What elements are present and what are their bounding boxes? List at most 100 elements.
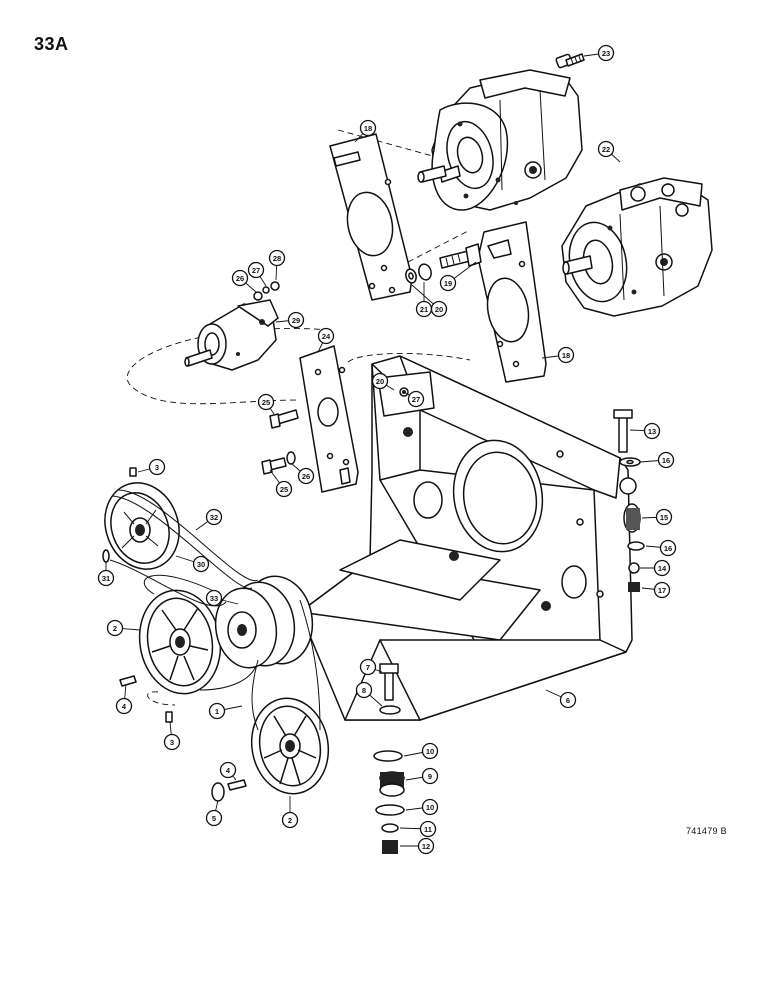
callout-6: 6 (545, 689, 577, 709)
callout-number: 16 (664, 544, 672, 553)
mounting-plate-upper (329, 133, 413, 301)
callout-25: 25 (257, 393, 275, 415)
callout-bubble (163, 733, 181, 751)
callout-23: 23 (583, 44, 615, 62)
callout-16: 16 (645, 539, 677, 557)
callout-number: 14 (658, 564, 667, 573)
callout-bubble (643, 422, 661, 440)
pulley-upper-30 (104, 482, 180, 570)
pulley-lower-2 (250, 697, 330, 795)
callout-bubble (275, 480, 293, 498)
callout-24: 24 (317, 327, 335, 353)
callout-18: 18 (354, 119, 377, 143)
callout-3: 3 (163, 721, 181, 751)
callout-number: 13 (648, 427, 656, 436)
callout-bubble (419, 820, 437, 838)
callout-bubble (421, 767, 439, 785)
callout-bubble (439, 274, 457, 292)
callout-13: 13 (629, 422, 661, 440)
page-number: 33A (34, 34, 69, 54)
callout-bubble (359, 119, 377, 137)
callout-number: 26 (236, 274, 244, 283)
callout-27: 27 (403, 390, 425, 408)
callout-number: 2 (113, 624, 117, 633)
callout-bubble (115, 697, 133, 715)
callout-bubble (231, 269, 249, 287)
callout-bubble (281, 811, 299, 829)
callout-number: 27 (412, 395, 420, 404)
callout-bubble (268, 249, 286, 267)
capscrew-23 (555, 53, 585, 69)
callout-31: 31 (97, 562, 115, 587)
callout-number: 1 (215, 707, 219, 716)
callout-bubble (359, 658, 377, 676)
hydraulic-pump-upper (417, 69, 583, 211)
callout-27: 27 (247, 261, 267, 287)
callout-30: 30 (175, 555, 210, 573)
callout-bubble (421, 742, 439, 760)
callout-bubble (106, 619, 124, 637)
callout-number: 3 (155, 463, 159, 472)
callout-bubble (557, 346, 575, 364)
callout-number: 32 (210, 513, 218, 522)
callout-bubble (421, 798, 439, 816)
callout-32: 32 (195, 508, 223, 531)
callout-number: 33 (210, 594, 218, 603)
callout-3: 3 (137, 458, 166, 476)
callout-number: 19 (444, 279, 452, 288)
callout-bubble (205, 809, 223, 827)
callout-28: 28 (268, 249, 286, 281)
callout-bubble (597, 140, 615, 158)
small-gear-pump (184, 281, 280, 371)
callout-number: 8 (362, 686, 366, 695)
callout-8: 8 (355, 681, 383, 707)
callout-bubble (97, 569, 115, 587)
callout-number: 16 (662, 456, 670, 465)
callout-bubble (287, 311, 305, 329)
callout-bubble (659, 539, 677, 557)
callout-bubble (653, 581, 671, 599)
callout-number: 2 (288, 816, 292, 825)
callout-26: 26 (291, 463, 315, 485)
callout-4: 4 (115, 683, 133, 715)
callout-16: 16 (639, 451, 675, 469)
callout-bubble (205, 508, 223, 526)
callout-bubble (247, 261, 265, 279)
callout-5: 5 (205, 799, 223, 827)
callout-number: 25 (262, 398, 270, 407)
callout-bubble (317, 327, 335, 345)
main-mounting-frame (299, 355, 637, 721)
callout-bubble (205, 589, 223, 607)
pulley-driver-2 (138, 589, 222, 695)
callout-25: 25 (269, 469, 293, 498)
drawing-reference-code: 741479 B (686, 826, 727, 836)
callout-20: 20 (371, 372, 395, 391)
callout-bubble (407, 390, 425, 408)
callout-1: 1 (208, 702, 243, 720)
callout-29: 29 (275, 311, 305, 329)
callout-number: 20 (376, 377, 384, 386)
callout-number: 20 (435, 305, 443, 314)
callout-number: 30 (197, 560, 205, 569)
callout-10: 10 (403, 742, 439, 760)
frame-hardware-13-17 (613, 409, 645, 592)
capscrew-washer-set-19-21 (405, 243, 482, 284)
callout-number: 18 (562, 351, 570, 360)
v-belts (109, 489, 321, 731)
callout-bubble (657, 451, 675, 469)
callout-10: 10 (405, 798, 439, 816)
callout-number: 4 (122, 702, 127, 711)
callout-2: 2 (106, 619, 141, 637)
hydraulic-pump-lower (561, 177, 713, 317)
capscrews-25-washers-26 (261, 409, 299, 475)
callout-number: 11 (424, 825, 432, 834)
callout-26: 26 (231, 269, 257, 293)
callout-number: 23 (602, 49, 610, 58)
callout-19: 19 (439, 261, 477, 292)
callout-11: 11 (399, 820, 437, 838)
callout-15: 15 (641, 508, 673, 526)
mounting-plate-24 (299, 345, 359, 493)
mounting-plate-lower (477, 221, 547, 383)
callout-number: 15 (660, 513, 668, 522)
